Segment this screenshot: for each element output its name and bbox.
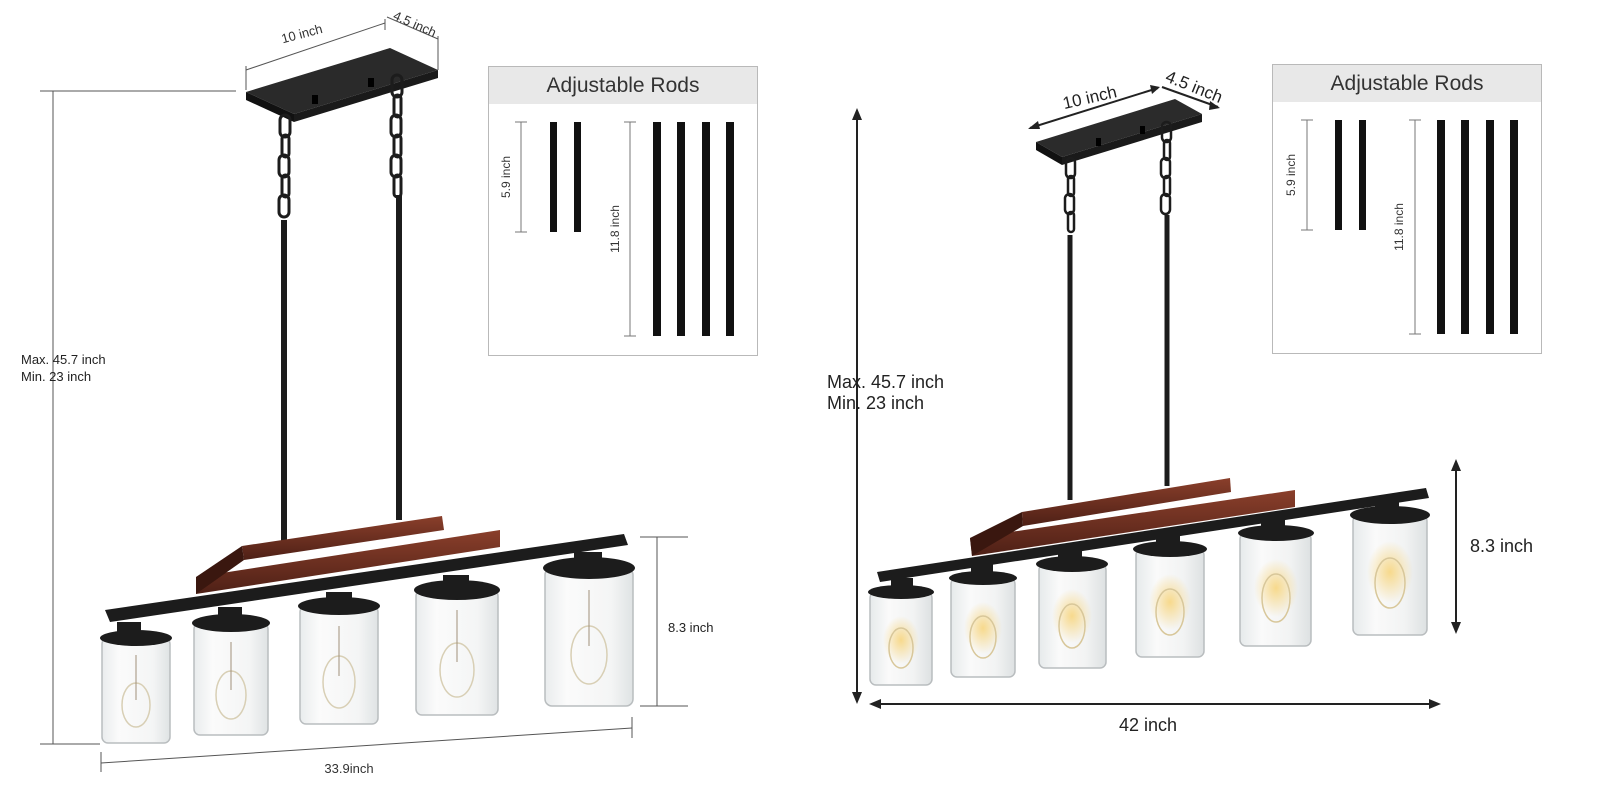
lamp-shades bbox=[868, 500, 1430, 686]
max-height-text: Max. 45.7 inch bbox=[21, 352, 106, 367]
long-rods bbox=[653, 122, 734, 336]
long-rod-dimension bbox=[624, 121, 636, 337]
short-rods bbox=[1335, 120, 1366, 230]
hanging-chains bbox=[277, 73, 404, 219]
fixture-length-label: 42 inch bbox=[1119, 715, 1177, 735]
long-rod bbox=[1486, 120, 1494, 334]
long-rod bbox=[726, 122, 734, 336]
rods-diagram: 5.9 inch 11.8 inch bbox=[1284, 119, 1518, 335]
suspension-rods bbox=[281, 195, 402, 545]
shade-height-dimension-line bbox=[1451, 459, 1461, 634]
short-rod-dimension bbox=[1301, 119, 1313, 231]
fixture-length-label: 33.9inch bbox=[324, 761, 373, 776]
canopy-dimension-arrowheads bbox=[1028, 85, 1220, 129]
long-rod-label: 11.8 inch bbox=[1392, 203, 1406, 251]
short-rod-label: 5.9 inch bbox=[499, 156, 513, 198]
long-rod bbox=[1437, 120, 1445, 334]
height-dimension-line bbox=[852, 108, 862, 704]
adjustable-rods-box: Adjustable Rods 5.9 inch 11.8 inch bbox=[1272, 64, 1542, 354]
max-height-text: Max. 45.7 inch bbox=[827, 372, 945, 392]
adjustable-rods-title: Adjustable Rods bbox=[489, 67, 757, 104]
canopy-width-label: 4.5 inch bbox=[391, 8, 439, 40]
canopy-length-label: 10 inch bbox=[280, 21, 324, 46]
canopy-dimension-lines bbox=[245, 16, 439, 90]
long-rod bbox=[702, 122, 710, 336]
lamp-shades bbox=[100, 552, 635, 744]
short-rod-dimension bbox=[515, 121, 527, 233]
short-rod bbox=[1335, 120, 1342, 230]
metal-bar bbox=[105, 534, 628, 622]
hanging-chains bbox=[1063, 120, 1173, 234]
rods-diagram: 5.9 inch 11.8 inch bbox=[499, 121, 734, 337]
shade-height-dimension-line bbox=[640, 536, 688, 707]
lamp-shade bbox=[1238, 518, 1314, 647]
lamp-shade bbox=[100, 622, 172, 744]
height-range-label: Max. 45.7 inch Min. 23 inch bbox=[21, 351, 106, 385]
min-height-text: Min. 23 inch bbox=[827, 393, 925, 413]
six-light-product-panel: 10 inch 4.5 inch 42 inch Max. 45.7 inch … bbox=[800, 0, 1600, 800]
metal-bar bbox=[877, 488, 1429, 582]
lamp-shade bbox=[868, 578, 934, 686]
lamp-shade bbox=[1133, 534, 1207, 658]
six-light-fixture-drawing: 10 inch 4.5 inch 42 inch bbox=[852, 67, 1461, 735]
min-height-text: Min. 23 inch bbox=[21, 369, 92, 384]
wood-beam bbox=[196, 516, 500, 594]
adjustable-rods-box: Adjustable Rods 5.9 inch 11.8 inch bbox=[488, 66, 758, 356]
long-rod bbox=[653, 122, 661, 336]
five-light-fixture-drawing: 10 inch 4.5 inch 33.9inch bbox=[40, 8, 688, 776]
fixture-length-dimension-line bbox=[869, 699, 1441, 709]
wood-beam bbox=[970, 478, 1295, 556]
shade-height-label: 8.3 inch bbox=[668, 620, 714, 635]
long-rod bbox=[677, 122, 685, 336]
short-rod bbox=[574, 122, 581, 232]
shade-height-label: 8.3 inch bbox=[1470, 536, 1534, 556]
long-rod-dimension bbox=[1409, 119, 1421, 335]
lamp-shade bbox=[414, 575, 500, 716]
suspension-rods bbox=[1067, 215, 1170, 500]
long-rod bbox=[1461, 120, 1469, 334]
five-light-product-panel: 10 inch 4.5 inch 33.9inch Max. 45.7 inch… bbox=[21, 8, 758, 776]
canopy-dimension-lines bbox=[1029, 86, 1219, 129]
adjustable-rods-title: Adjustable Rods bbox=[1273, 65, 1541, 102]
short-rod bbox=[550, 122, 557, 232]
short-rod-label: 5.9 inch bbox=[1284, 154, 1298, 196]
lamp-shade bbox=[949, 564, 1017, 678]
short-rod bbox=[1359, 120, 1366, 230]
long-rods bbox=[1437, 120, 1518, 334]
ceiling-canopy bbox=[246, 48, 438, 122]
height-dimension-line bbox=[40, 90, 236, 745]
long-rod bbox=[1510, 120, 1518, 334]
height-range-label: Max. 45.7 inch Min. 23 inch bbox=[827, 372, 944, 414]
lamp-shade bbox=[1350, 500, 1430, 636]
lamp-shade bbox=[543, 552, 635, 707]
short-rods bbox=[550, 122, 581, 232]
ceiling-canopy bbox=[1036, 99, 1202, 165]
long-rod-label: 11.8 inch bbox=[608, 205, 622, 253]
fixture-length-dimension-line bbox=[100, 717, 633, 772]
lamp-shade bbox=[192, 607, 270, 736]
lamp-shade bbox=[298, 592, 380, 725]
lamp-shade bbox=[1036, 549, 1108, 669]
